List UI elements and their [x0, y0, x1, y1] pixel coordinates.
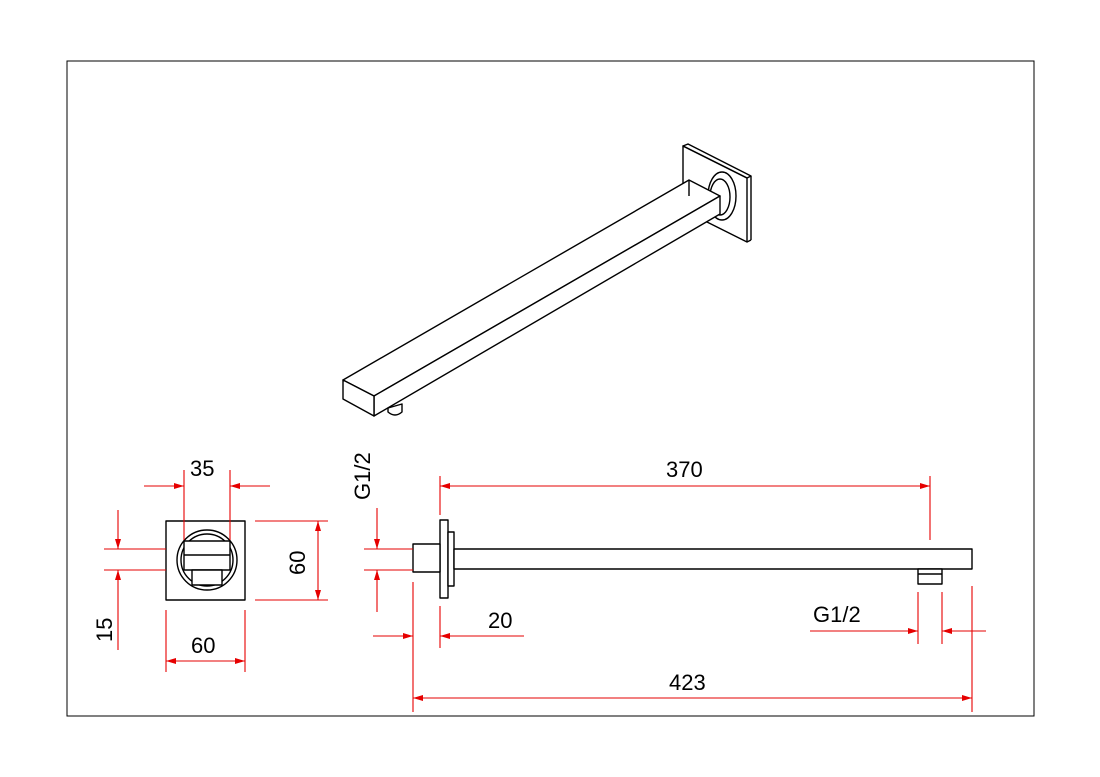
dim-side-connection-bottom: G1/2: [813, 602, 861, 627]
dim-front-offset: 15: [92, 618, 117, 642]
side-view: [412, 519, 973, 599]
side-escutcheon: [447, 531, 455, 587]
dim-total-length: 423: [669, 670, 706, 695]
dim-front-height: 60: [285, 551, 310, 575]
drawing-frame: [66, 60, 1035, 717]
side-outlet: [917, 568, 943, 585]
front-escutcheon: [176, 529, 238, 591]
dim-arm-length: 370: [666, 457, 703, 482]
dim-flange-depth: 20: [488, 608, 512, 633]
iso-wall-plate-side-b: [746, 239, 752, 243]
iso-arm-side: [373, 195, 721, 417]
dim-side-connection-left: G1/2: [350, 452, 375, 500]
side-dimensions: G1/2 370 20 G1/2 423: [350, 452, 986, 712]
iso-arm-top: [342, 179, 721, 397]
iso-outlet-nipple: [387, 403, 403, 416]
dim-front-width-bottom: 60: [191, 633, 215, 658]
side-arm: [453, 548, 973, 570]
front-view: [165, 520, 246, 601]
dim-front-width-top: 35: [190, 456, 214, 481]
side-wall-plate: [439, 519, 449, 599]
side-connector: [412, 543, 441, 573]
front-outlet: [191, 569, 223, 586]
front-dimensions: 35 60 60 15: [92, 456, 328, 672]
front-escutcheon-inner: [180, 533, 234, 587]
iso-arm-end: [342, 379, 375, 417]
isometric-view: [342, 143, 752, 417]
